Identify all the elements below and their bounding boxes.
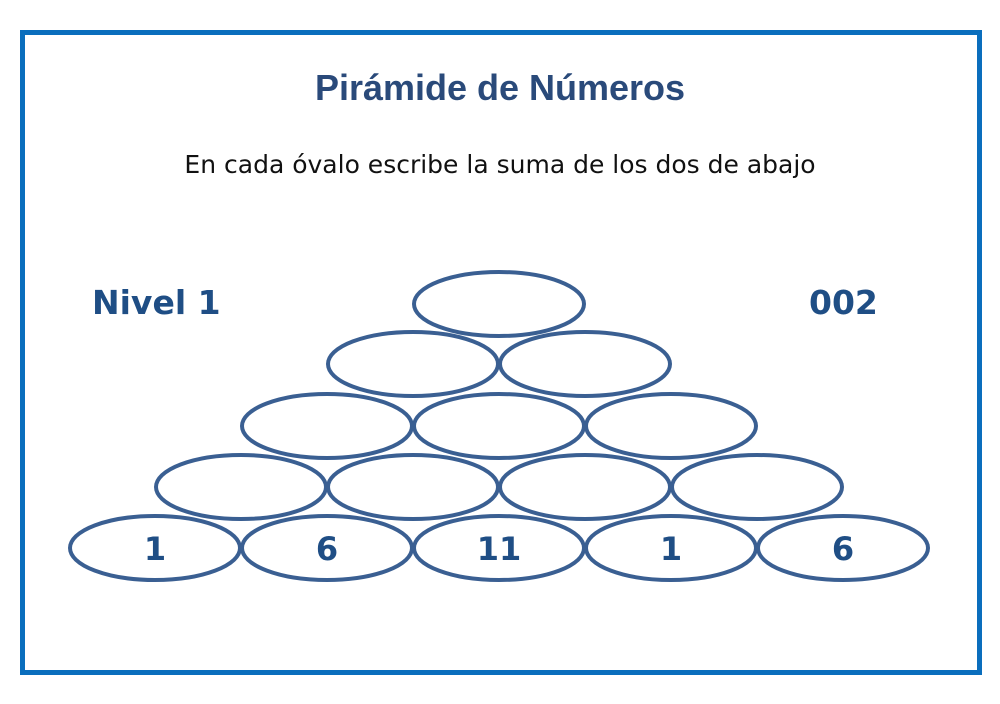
pyramid-cell[interactable] <box>670 453 844 521</box>
pyramid-cell-given: 1 <box>584 514 758 582</box>
pyramid-cell-given: 6 <box>240 514 414 582</box>
worksheet-code: 002 <box>809 283 878 322</box>
level-label: Nivel 1 <box>92 283 221 322</box>
svg-text:11: 11 <box>477 530 522 568</box>
pyramid-cell[interactable] <box>412 392 586 460</box>
pyramid-cell[interactable] <box>412 270 586 338</box>
pyramid-cell-given: 6 <box>756 514 930 582</box>
pyramid-cell[interactable] <box>154 453 328 521</box>
pyramid-cell[interactable] <box>326 330 500 398</box>
pyramid-cell[interactable] <box>240 392 414 460</box>
pyramid-cell[interactable] <box>326 453 500 521</box>
page-title: Pirámide de Números <box>314 67 686 108</box>
svg-text:1: 1 <box>660 530 682 568</box>
worksheet-frame <box>20 30 982 675</box>
svg-text:1: 1 <box>144 530 166 568</box>
svg-text:6: 6 <box>832 530 854 568</box>
pyramid-cell-given: 1 <box>68 514 242 582</box>
pyramid-cell[interactable] <box>498 453 672 521</box>
pyramid-cell-given: 11 <box>412 514 586 582</box>
pyramid-cell[interactable] <box>498 330 672 398</box>
instructions: En cada óvalo escribe la suma de los dos… <box>184 150 816 179</box>
pyramid-cell[interactable] <box>584 392 758 460</box>
svg-text:6: 6 <box>316 530 338 568</box>
